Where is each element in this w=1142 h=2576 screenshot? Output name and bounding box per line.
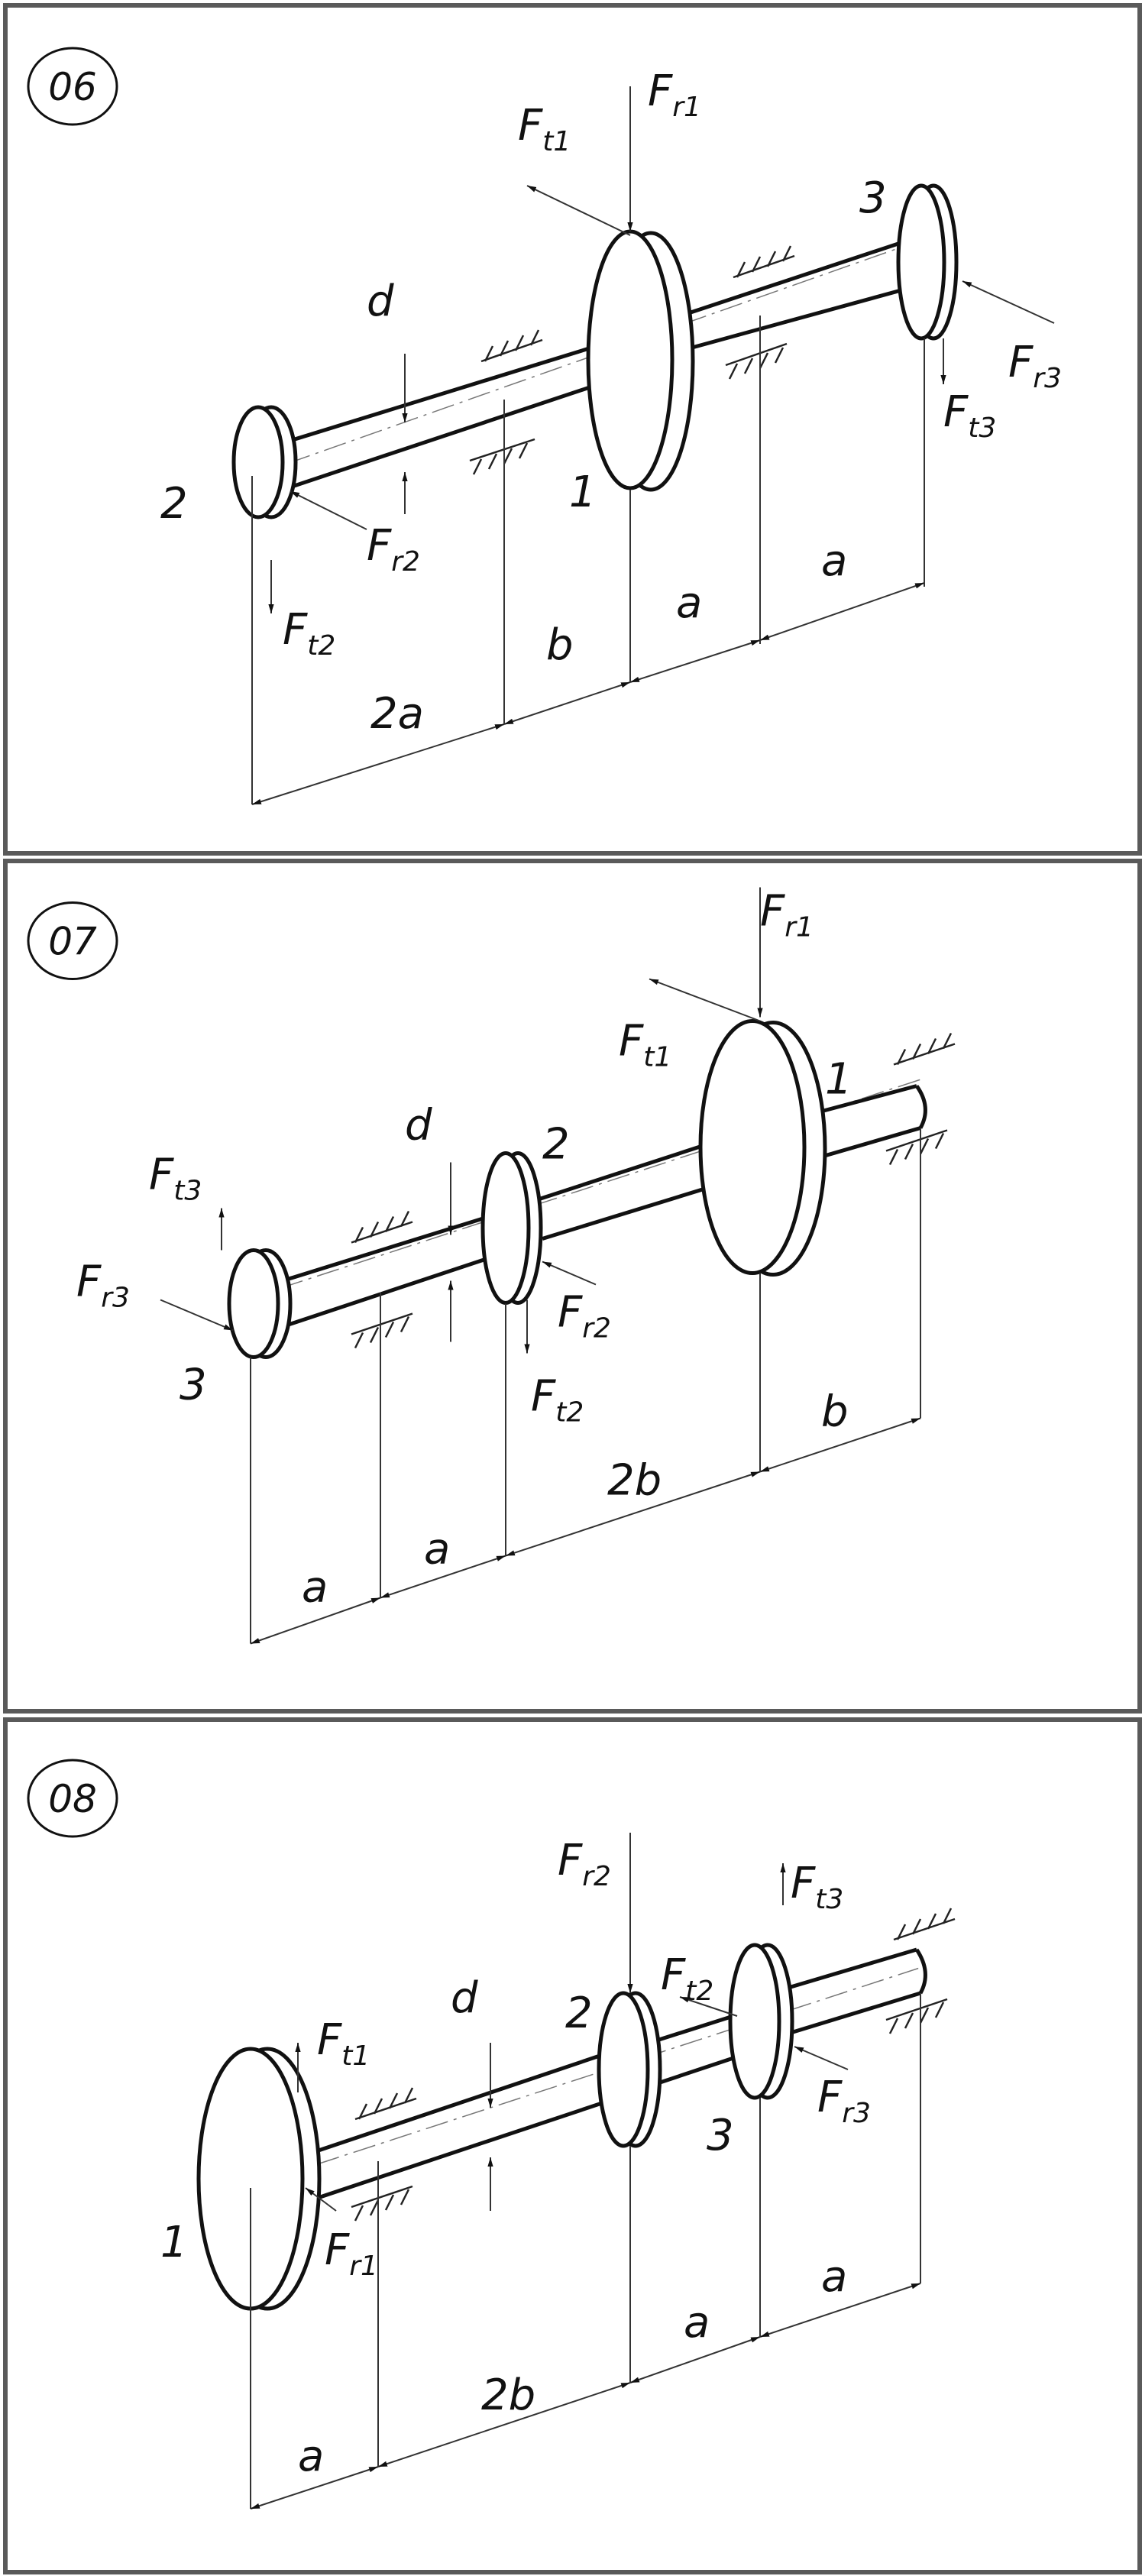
variant-number: 08 <box>48 1777 97 1821</box>
force-Ft3: Ft3 <box>943 387 996 444</box>
dim-label: 2b <box>607 1456 662 1506</box>
shaft-diagram-panel-07: 07 <box>3 859 1142 1714</box>
force-Fr3: Fr3 <box>1008 338 1062 394</box>
diameter-dimension: d <box>405 1101 454 1342</box>
force-Fr1: Fr1 <box>760 887 814 943</box>
variant-number: 07 <box>48 920 97 964</box>
force-arrows <box>295 1833 849 2212</box>
gear-number: 1 <box>569 468 597 517</box>
force-Fr3: Fr3 <box>817 2073 871 2129</box>
force-Fr3: Fr3 <box>76 1257 130 1314</box>
bearing-right <box>725 245 795 380</box>
dim-label: b <box>546 620 574 670</box>
dim-label: a <box>821 536 847 586</box>
gear-number: 1 <box>825 1055 852 1105</box>
force-Fr1: Fr1 <box>648 66 701 123</box>
shaft-diagram-07: 07 <box>27 887 956 1645</box>
dimension-lines <box>250 2283 921 2510</box>
diameter-dimension: d <box>451 1973 493 2211</box>
bearing-right <box>885 1908 956 2034</box>
force-arrows <box>160 887 763 1354</box>
gear-1 <box>698 1019 827 1277</box>
variant-number: 06 <box>48 65 97 109</box>
shaft-diagram-panel-08: 08 <box>3 1717 1142 2574</box>
force-Fr2: Fr2 <box>367 521 420 578</box>
shaft <box>282 1084 927 1328</box>
force-arrows <box>268 86 1055 613</box>
gear-number: 2 <box>160 479 188 529</box>
bearing-left <box>351 2087 417 2222</box>
diameter-dimension: d <box>367 277 408 514</box>
force-Fr1: Fr1 <box>325 2225 378 2282</box>
force-Ft3: Ft3 <box>791 1859 843 1915</box>
dim-label: b <box>821 1387 849 1437</box>
dim-label: a <box>424 1525 450 1574</box>
dim-label: a <box>821 2252 847 2302</box>
variant-badge: 07 <box>27 901 118 980</box>
dim-label: 2a <box>370 689 424 739</box>
force-Ft2: Ft2 <box>661 1950 713 2007</box>
force-Ft1: Ft1 <box>619 1017 671 1073</box>
gear-3 <box>227 1248 293 1359</box>
dim-label: a <box>676 578 702 628</box>
bearing-left <box>469 329 543 475</box>
shaft-diagram-06: 06 <box>27 47 1062 805</box>
diameter-label: d <box>367 277 394 326</box>
force-Ft2: Ft2 <box>283 605 335 662</box>
force-Ft1: Ft1 <box>518 101 571 157</box>
force-Ft2: Ft2 <box>531 1372 584 1429</box>
dim-label: a <box>298 2432 324 2481</box>
force-Fr2: Fr2 <box>558 1288 611 1345</box>
bearing-left <box>351 1210 413 1349</box>
gear-number: 3 <box>180 1361 207 1410</box>
gear-3 <box>896 183 959 341</box>
shaft-axis <box>244 1966 925 2189</box>
gear-number: 3 <box>859 173 887 223</box>
gear-number: 3 <box>707 2111 734 2160</box>
gear-2 <box>480 1151 543 1305</box>
variant-badge: 08 <box>27 1759 118 1838</box>
dimension-lines <box>250 1417 921 1645</box>
gear-number: 2 <box>565 1989 593 2038</box>
shaft-diagram-panel-06: 06 <box>3 3 1142 856</box>
diameter-label: d <box>405 1101 432 1150</box>
force-Fr2: Fr2 <box>558 1836 611 1892</box>
gear-number: 2 <box>542 1120 570 1170</box>
force-Ft1: Ft1 <box>317 2015 370 2072</box>
dim-label: a <box>302 1563 328 1613</box>
diameter-label: d <box>451 1973 478 2023</box>
gear-2 <box>597 1991 662 2148</box>
dim-label: 2b <box>481 2371 535 2420</box>
gear-1 <box>586 229 695 492</box>
gear-1 <box>196 2047 322 2311</box>
shaft-diagram-08: 08 <box>27 1759 956 2510</box>
force-Ft3: Ft3 <box>149 1150 202 1207</box>
bearing-right <box>885 1032 956 1166</box>
dimension-lines <box>251 582 925 805</box>
shaft-axis <box>244 1077 925 1301</box>
dim-label: a <box>684 2298 710 2348</box>
gear-2 <box>231 405 298 519</box>
variant-badge: 06 <box>27 47 118 126</box>
gear-3 <box>728 1943 794 2100</box>
gear-number: 1 <box>160 2218 188 2267</box>
